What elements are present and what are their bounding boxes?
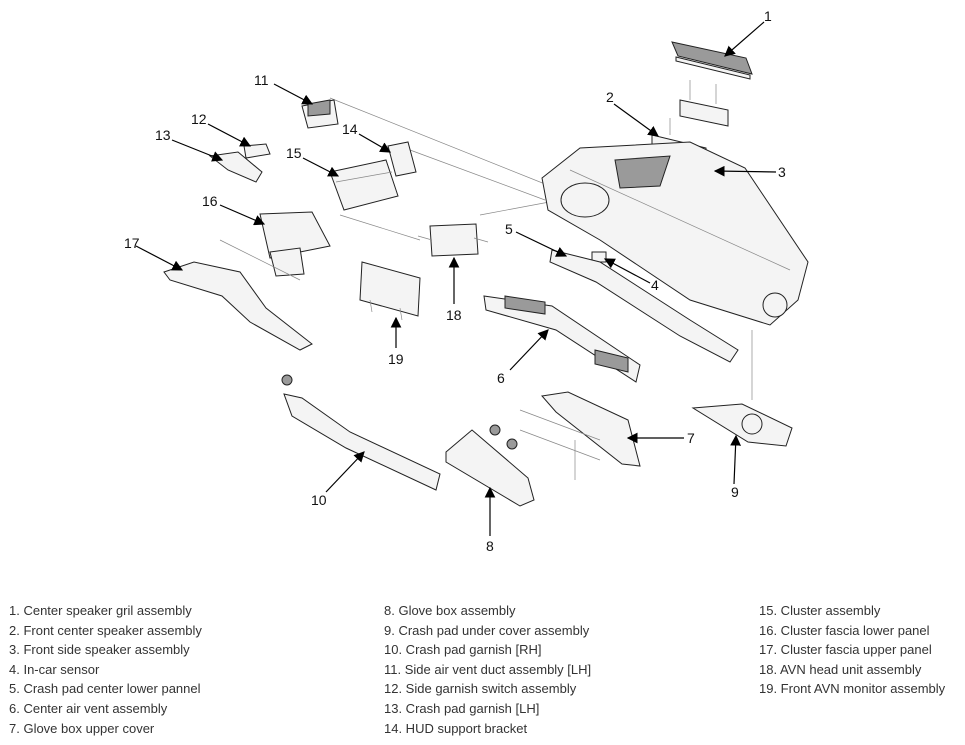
legend-item-13: 13. Crash pad garnish [LH]	[384, 700, 540, 716]
legend-item-6: 6. Center air vent assembly	[9, 700, 168, 716]
legend-column-3: 15. Cluster assembly 16. Cluster fascia …	[759, 601, 945, 699]
callout-10: 10	[311, 492, 327, 508]
legend-item-16: 16. Cluster fascia lower panel	[759, 622, 930, 638]
callout-16: 16	[202, 193, 218, 209]
legend-item-8: 8. Glove box assembly	[384, 603, 516, 618]
part-cluster-fascia-lower-panel	[219, 211, 331, 281]
leader-lines	[135, 21, 777, 536]
legend-item-15: 15. Cluster assembly	[759, 603, 881, 618]
legend-item-12: 12. Side garnish switch assembly	[384, 681, 577, 697]
callout-3: 3	[778, 164, 786, 180]
part-side-garnish-switch	[243, 143, 271, 159]
part-side-air-vent-duct-lh	[301, 99, 339, 129]
legend-item-11: 11. Side air vent duct assembly [LH]	[384, 661, 592, 677]
legend-item-9: 9. Crash pad under cover assembly	[384, 622, 590, 638]
callout-13: 13	[155, 127, 171, 143]
part-crash-pad-main	[541, 141, 809, 326]
legend-item-5: 5. Crash pad center lower pannel	[9, 681, 201, 697]
part-crash-pad-garnish-rh	[281, 374, 441, 491]
legend-item-10: 10. Crash pad garnish [RH]	[384, 642, 542, 658]
callout-6: 6	[497, 370, 505, 386]
callout-19: 19	[388, 351, 404, 367]
callout-8: 8	[486, 538, 494, 554]
legend-item-19: 19. Front AVN monitor assembly	[759, 681, 946, 697]
legend-item-3: 3. Front side speaker assembly	[9, 642, 190, 658]
legend-item-18: 18. AVN head unit assembly	[759, 661, 922, 677]
callout-9: 9	[731, 484, 739, 500]
callout-11: 11	[254, 72, 269, 88]
callout-7: 7	[687, 430, 695, 446]
part-glove-box-upper-cover	[519, 391, 641, 480]
legend-item-14: 14. HUD support bracket	[384, 720, 528, 736]
callout-numbers: 1 2 3 4 5 6 7 8 9 10 11 12 13 14 15 16 1…	[124, 8, 786, 554]
callout-1: 1	[764, 8, 772, 24]
legend-column-2: 8. Glove box assembly 9. Crash pad under…	[384, 601, 591, 738]
part-front-avn-monitor	[359, 261, 421, 321]
legend-item-7: 7. Glove box upper cover	[9, 720, 155, 736]
part-cluster-fascia-upper-panel	[163, 261, 313, 351]
part-center-air-vent	[483, 295, 641, 383]
legend-item-17: 17. Cluster fascia upper panel	[759, 642, 932, 658]
legend-item-2: 2. Front center speaker assembly	[9, 622, 202, 638]
callout-18: 18	[446, 307, 462, 323]
part-avn-head-unit	[417, 223, 489, 257]
callout-4: 4	[651, 277, 659, 293]
legend-item-4: 4. In-car sensor	[9, 661, 100, 677]
exploded-parts-diagram: 1 2 3 4 5 6 7 8 9 10 11 12 13 14 15 16 1…	[124, 8, 809, 554]
part-center-speaker-grill	[671, 41, 753, 80]
part-crash-pad-center-lower-panel	[549, 249, 739, 363]
part-crash-pad-under-cover	[691, 403, 793, 447]
callout-5: 5	[505, 221, 513, 237]
legend-column-1: 1. Center speaker gril assembly 2. Front…	[9, 601, 202, 738]
legend-item-1: 1. Center speaker gril assembly	[9, 603, 192, 618]
assembly-guide-lines	[329, 97, 753, 400]
callout-12: 12	[191, 111, 207, 127]
callout-15: 15	[286, 145, 302, 161]
part-cluster	[329, 159, 399, 211]
callout-14: 14	[342, 121, 358, 137]
part-glove-box	[445, 424, 535, 507]
callout-17: 17	[124, 235, 140, 251]
part-hud-support-bracket	[387, 141, 417, 177]
callout-2: 2	[606, 89, 614, 105]
